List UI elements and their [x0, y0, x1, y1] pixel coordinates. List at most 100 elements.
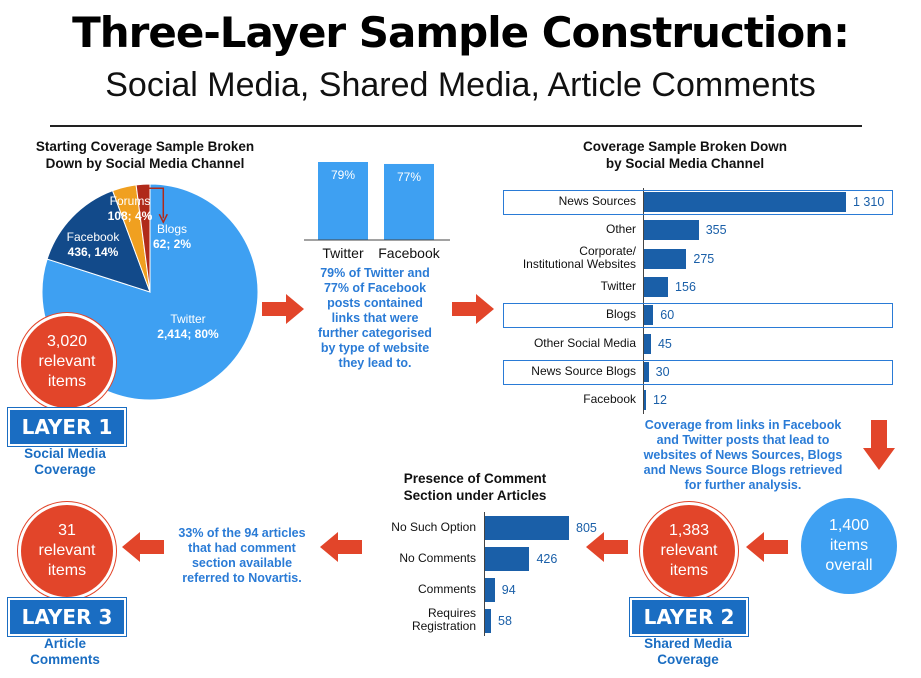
coverage-row-label-text: Institutional Websites	[522, 256, 636, 271]
coverage-bar-value: 12	[653, 393, 667, 408]
coverage-highlight-box	[503, 359, 893, 385]
comments-bar-value: 426	[536, 551, 558, 566]
arrow-left-4	[122, 532, 164, 562]
links-note-line: links that were	[331, 311, 419, 325]
coverage-row-label: News Source Blogs	[486, 364, 636, 378]
arrow-left-3-shape	[320, 532, 362, 562]
pie-slice-blogs	[135, 183, 151, 293]
coverage-heading-line1: Coverage Sample Broken Down	[582, 139, 788, 154]
comments-bar	[485, 546, 530, 571]
arrow-right-1-shape	[262, 294, 304, 324]
coverage-bar	[644, 333, 651, 354]
pie-label-twitter-name: Twitter	[170, 312, 205, 326]
arrow-left-2	[586, 532, 628, 562]
coverage-row-label-text: Corporate/	[579, 243, 636, 258]
layer2-circle-line2: relevant	[660, 542, 718, 559]
layer3-caption-line1: Article	[43, 636, 87, 651]
layer3-caption: Article Comments	[2, 636, 128, 668]
coverage-row-label: Facebook	[486, 393, 636, 406]
layer2-circle-number: 1,383	[668, 522, 710, 539]
pie-blogs-callout	[143, 187, 165, 219]
coverage-bar-value: 45	[657, 336, 672, 351]
layer3-badge: LAYER 3	[8, 598, 126, 636]
coverage-bar-value: 1 310	[853, 195, 885, 210]
layer2-caption-line2: Coverage	[657, 652, 719, 667]
layer2-circle-line3: items	[669, 562, 709, 579]
overall-circle-number: 1,400	[828, 517, 870, 534]
comments-heading-line2: Section under Articles	[403, 488, 547, 503]
coverage-row-label-text: Other Social Media	[533, 335, 636, 350]
comments-bar	[485, 515, 569, 540]
comments-row-label-text: Requires	[427, 605, 476, 620]
layer2-relevant-circle: 1,383 relevant items	[640, 502, 738, 600]
arrow-right-2	[452, 294, 494, 324]
overall-circle-line3: overall	[825, 557, 873, 574]
pie-heading-line2: Down by Social Media Channel	[45, 156, 245, 171]
comments-bar-value: 94	[501, 582, 516, 597]
coverage-note-line: for further analysis.	[684, 478, 802, 492]
arrow-left-4-shape	[122, 532, 164, 562]
comments-row-label-text: Comments	[417, 581, 476, 596]
comments-bar	[485, 608, 492, 633]
comments-row-label-text: Registration	[411, 618, 476, 633]
layer1-circle-line2: relevant	[38, 353, 96, 370]
layer3-note-line: section available	[191, 556, 293, 570]
pie-label-blogs-name: Blogs	[157, 222, 187, 236]
layer1-circle-number: 3,020	[46, 333, 88, 350]
links-note-line: they lead to.	[338, 356, 412, 370]
layer1-circle-line3: items	[47, 373, 87, 390]
overall-circle-line2: items	[829, 537, 869, 554]
overall-items-circle: 1,400 items overall	[801, 498, 897, 594]
links-bar-value-twitter: 79%	[331, 168, 355, 182]
links-bar-category-twitter: Twitter	[322, 245, 364, 261]
layer3-caption-line2: Comments	[30, 652, 100, 667]
pie-label-forums-name: Forums	[110, 194, 151, 208]
arrow-left-2-shape	[586, 532, 628, 562]
coverage-bar	[644, 390, 646, 411]
layer1-caption-line2: Coverage	[34, 462, 96, 477]
layer1-caption-line1: Social Media	[24, 446, 106, 461]
layer1-caption: Social Media Coverage	[2, 446, 128, 478]
links-note-line: 77% of Facebook	[323, 281, 427, 295]
pie-label-forums-value: 108; 4%	[108, 209, 153, 223]
comments-y-axis	[484, 512, 485, 636]
coverage-row-label-text: Twitter	[600, 279, 636, 294]
arrow-left-1-shape	[746, 532, 788, 562]
links-note-line: by type of website	[320, 341, 430, 355]
coverage-heading: Coverage Sample Broken Down by Social Me…	[540, 138, 830, 172]
links-bar-category-facebook: Facebook	[378, 245, 440, 261]
links-note-line: posts contained	[327, 296, 423, 310]
comments-bar-value: 58	[498, 613, 512, 628]
pie-heading: Starting Coverage Sample Broken Down by …	[10, 138, 280, 172]
coverage-note-line: and Twitter posts that lead to	[656, 433, 830, 447]
coverage-row-label-text: Facebook	[583, 392, 636, 407]
coverage-note-line: and News Source Blogs retrieved	[643, 463, 843, 477]
coverage-heading-line2: by Social Media Channel	[605, 156, 765, 171]
title-divider	[50, 125, 862, 127]
coverage-highlight-box	[503, 303, 893, 329]
coverage-row-label-text: Other	[605, 222, 636, 237]
coverage-bar	[644, 361, 649, 382]
layer3-circle-line2: relevant	[38, 542, 96, 559]
coverage-row-label-text: News Sources	[558, 194, 636, 209]
coverage-bar-value: 60	[660, 308, 675, 323]
coverage-row-label: Corporate/Institutional Websites	[486, 243, 636, 271]
layer3-note-line: that had comment	[188, 541, 296, 555]
coverage-row-label: Twitter	[486, 280, 636, 293]
arrow-right-2-shape	[452, 294, 494, 324]
pie-heading-line1: Starting Coverage Sample Broken	[35, 139, 255, 154]
coverage-note-line: Coverage from links in Facebook	[644, 418, 842, 432]
page-subtitle: Social Media, Shared Media, Article Comm…	[105, 66, 816, 104]
comments-row-label: Comments	[340, 581, 476, 596]
pie-label-blogs-value: 62; 2%	[153, 237, 191, 251]
pie-label-facebook-value: 436, 14%	[68, 245, 119, 259]
links-bar-twitter	[318, 162, 368, 240]
layer1-badge: LAYER 1	[8, 408, 126, 446]
coverage-bar	[644, 305, 654, 326]
layer2-caption-line1: Shared Media	[644, 636, 732, 651]
arrow-left-3	[320, 532, 362, 562]
layer3-circle-number: 31	[58, 522, 76, 539]
